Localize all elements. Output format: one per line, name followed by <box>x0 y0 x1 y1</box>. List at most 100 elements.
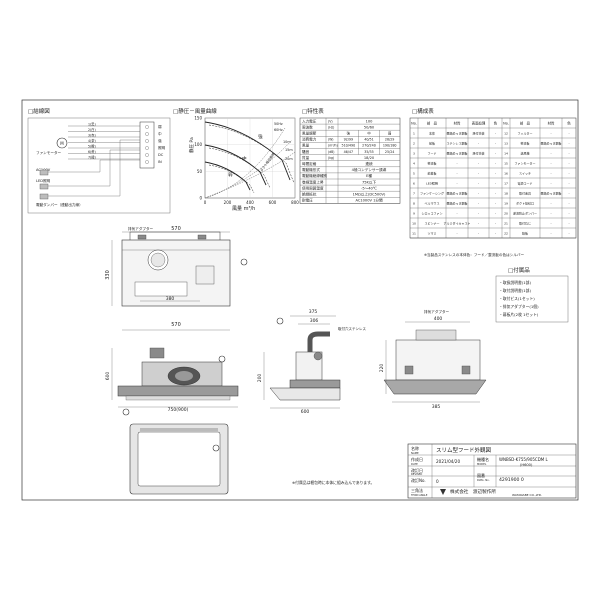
spec-value: 28/29 <box>385 138 395 142</box>
drawing-title: スリム型フード外観図 <box>436 446 492 454</box>
parts-cell: - <box>568 152 569 156</box>
parts-cell: - <box>568 162 569 166</box>
rear-width-dim: 400 <box>434 316 443 322</box>
parts-cell: - <box>550 172 551 176</box>
svg-text:作成日: 作成日 <box>411 456 423 462</box>
spec-label: 使用周囲温度 <box>302 185 324 190</box>
spec-label: 質量 <box>302 155 310 160</box>
parts-cell: - <box>495 132 496 136</box>
title-block: 名称 NAME スリム型フード外観図 作成日 DATE 2021/04/20 機… <box>407 443 577 499</box>
rear-adapter-label: 排気アダプター <box>424 309 450 314</box>
parts-cell: - <box>478 162 479 166</box>
parts-cell: 送風機 <box>520 151 529 156</box>
parts-cell: 亜鉛めっき鋼板 <box>540 141 561 146</box>
parts-cell: 2 <box>413 142 415 146</box>
parts-cell: - <box>478 232 479 236</box>
spec-value: -5〜40℃ <box>361 186 377 190</box>
spec-label: 電動機絶縁種別 <box>302 173 328 178</box>
parts-cell: 21 <box>504 222 508 226</box>
bottom-note: ※付属品は梱包時に本体に組み込んであります。 <box>292 480 374 485</box>
parts-cell: - <box>568 142 569 146</box>
wire-label: 2(白) <box>88 127 96 132</box>
accessory-item: ・取付説明書(1部) <box>499 288 531 293</box>
parts-cell: 15 <box>504 162 508 166</box>
spec-label: 絶縁抵抗 <box>302 192 317 197</box>
terminal-label: 強 <box>158 138 162 143</box>
parts-cell: - <box>478 172 479 176</box>
y-tick-label: 100 <box>194 142 202 147</box>
side-width-dim-1: 375 <box>309 309 318 315</box>
terminal-label: 照明 <box>158 145 166 150</box>
company-name: 株式会社 渡辺製作所 <box>450 488 496 495</box>
parts-cell: 焼付塗装 <box>472 131 484 136</box>
damper-label: 電動ダンパー（連動出力線） <box>36 202 83 207</box>
parts-header-cell: No. <box>411 122 417 126</box>
parts-cell: - <box>478 182 479 186</box>
parts-header-cell: No. <box>503 122 509 126</box>
svg-text:改訂日: 改訂日 <box>411 467 423 473</box>
side-view-drawing: 375 306 取付穴ステンレス 600 200 <box>257 309 366 415</box>
curve-label: 中 <box>242 155 247 162</box>
parts-section-title: □構成表 <box>412 107 434 115</box>
parts-cell: - <box>456 232 457 236</box>
accessory-item: ・幕板片(2枚 1セット) <box>499 312 539 317</box>
parts-cell: 8 <box>413 202 415 206</box>
spec-value: E種 <box>366 173 372 178</box>
spec-value: 4極コンデンサー誘導 <box>352 167 387 172</box>
filter-panel <box>137 431 221 487</box>
line-label: 15m <box>285 148 293 152</box>
spec-value: 510/490 <box>341 144 355 148</box>
svg-text:DWG. No.: DWG. No. <box>477 478 490 482</box>
side-height-dim: 200 <box>257 374 263 383</box>
terminal-label: 弱 <box>158 125 162 129</box>
wire-label: 6(黄) <box>88 149 96 154</box>
parts-cell: 19 <box>504 202 508 206</box>
parts-cell: - <box>478 192 479 196</box>
spec-value: 連続 <box>365 161 373 166</box>
parts-cell: - <box>568 132 569 136</box>
parts-cell: シロッコファン <box>421 211 442 216</box>
parts-cell: 亜鉛めっき鋼板 <box>446 191 467 196</box>
parts-cell: 18 <box>504 192 508 196</box>
parts-cell: - <box>456 172 457 176</box>
top-width-dim: 570 <box>171 226 181 232</box>
parts-cell: 14 <box>504 152 508 156</box>
spec-label: 消費電力 <box>302 137 317 142</box>
spec-value: 190/180 <box>383 144 397 148</box>
spec-value: 強 <box>347 131 351 136</box>
parts-cell: 整流板 <box>427 161 436 166</box>
spec-value: 18/20 <box>364 156 375 160</box>
parts-cell: - <box>550 202 551 206</box>
company-logo-icon <box>440 489 446 495</box>
x-tick-label: 800 <box>291 200 299 205</box>
svg-text:DATE: DATE <box>411 462 418 466</box>
line-label: 10m <box>283 140 291 144</box>
parts-cell: - <box>550 222 551 226</box>
spec-value: 92/99 <box>344 138 354 142</box>
front-view-drawing: 570 750(900) 600 <box>105 322 239 416</box>
front-hood-panel <box>117 385 239 397</box>
parts-cell: 22 <box>504 232 508 236</box>
spec-unit: (kg) <box>328 156 334 160</box>
parts-cell: 整流板 <box>520 141 529 146</box>
spec-unit: (m³/h) <box>328 144 338 148</box>
parts-cell: 亜鉛めっき鋼板 <box>540 191 561 196</box>
y-tick-label: 150 <box>194 116 202 121</box>
spec-unit: (Hz) <box>328 125 334 129</box>
parts-cell: 4 <box>413 162 415 166</box>
svg-text:NAME: NAME <box>411 451 419 455</box>
chart-ylabel: 静圧 Pa <box>188 137 195 153</box>
parts-cell: 亜鉛めっき鋼板 <box>446 151 467 156</box>
parts-cell: - <box>495 202 496 206</box>
parts-header-cell: 部 品 <box>427 121 438 126</box>
spec-label: 周波数 <box>302 124 313 129</box>
spec-value: 弱 <box>388 132 392 136</box>
spec-table: □特性表 入力電圧(V)100周波数(Hz)50/60風量調節強中弱消費電力(W… <box>299 107 401 204</box>
side-width-dim-2: 306 <box>310 318 319 324</box>
parts-cell: - <box>495 162 496 166</box>
parts-cell: - <box>456 162 457 166</box>
wiring-section-title: □結線図 <box>28 107 50 115</box>
accessory-item: ・取扱説明書(1部) <box>499 280 531 285</box>
parts-cell: ステンレス鋼板 <box>446 141 467 146</box>
